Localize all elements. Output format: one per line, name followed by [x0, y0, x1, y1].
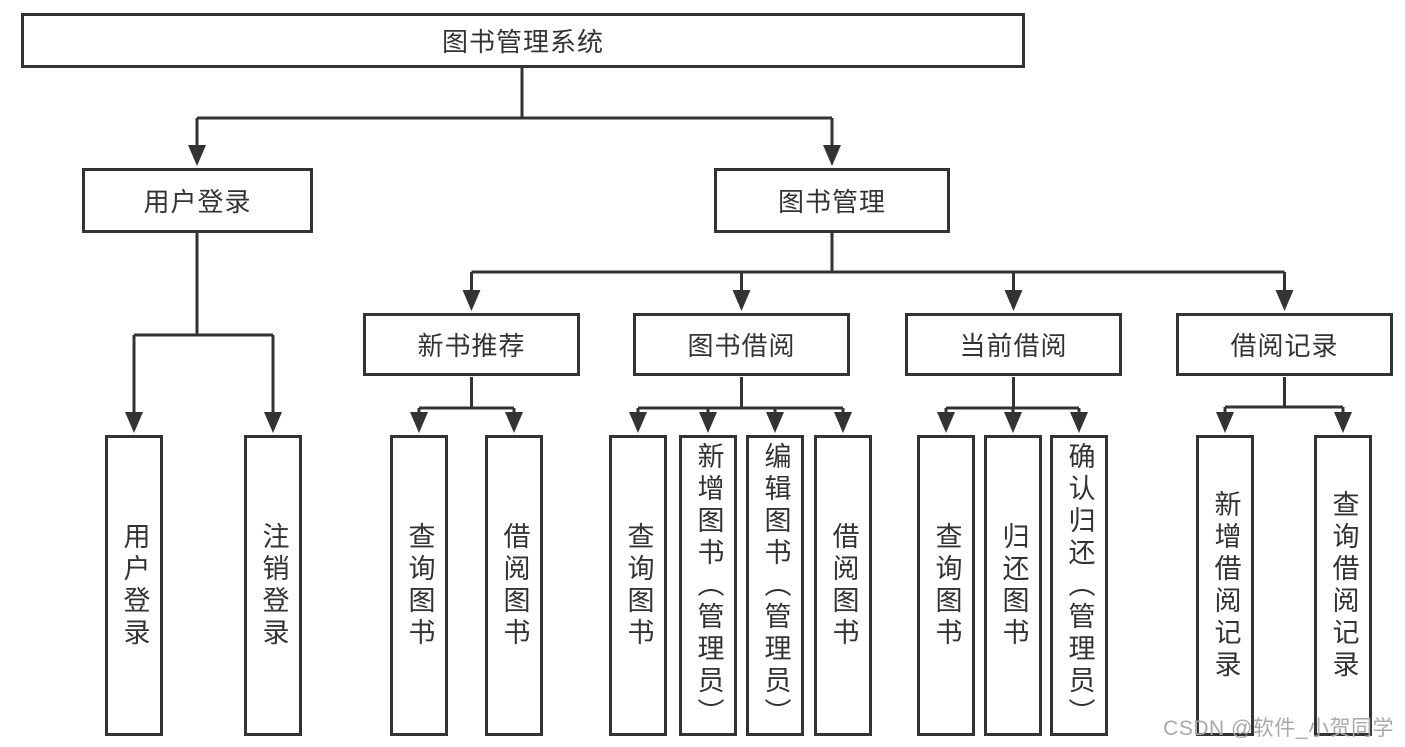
node-label: 新增图书（管理员） [693, 441, 724, 730]
arrowhead-icon [834, 412, 852, 433]
arrowhead-icon [188, 145, 206, 166]
connector-book-management-to-level3 [470, 233, 1286, 296]
connector-current-borrow-to-leaves [944, 377, 1081, 418]
node-label: 图书借阅 [687, 331, 796, 361]
arrowhead-icon [766, 412, 784, 433]
watermark-csdn: CSDN @软件_小贺同学 [1163, 717, 1394, 740]
leaf-records-query-borrow-record: 查询借阅记录 [1314, 435, 1372, 736]
node-label: 新增借阅记录 [1210, 489, 1241, 682]
node-label: 查询图书 [931, 521, 962, 650]
arrowhead-icon [823, 145, 841, 166]
leaf-borrow-add-book-admin: 新增图书（管理员） [679, 435, 737, 736]
leaf-current-confirm-return-admin: 确认归还（管理员） [1050, 435, 1108, 736]
node-label: 图书管理 [777, 187, 886, 217]
leaf-current-query-book: 查询图书 [917, 435, 975, 736]
node-label: 用户登录 [119, 521, 150, 650]
leaf-user-login: 用户登录 [105, 435, 163, 736]
connector-root-to-level2 [195, 67, 834, 150]
arrowhead-icon [125, 412, 143, 433]
node-label: 用户登录 [143, 187, 252, 217]
node-new-book-recommendation: 新书推荐 [363, 313, 580, 376]
leaf-newbook-query-book: 查询图书 [390, 435, 448, 736]
node-label: 图书管理系统 [441, 27, 604, 57]
node-current-borrowing: 当前借阅 [905, 313, 1122, 376]
arrowhead-icon [1275, 290, 1294, 311]
connector-borrow-records-to-leaves [1223, 377, 1345, 418]
connector-user-login-to-leaves [132, 233, 275, 418]
node-label: 查询借阅记录 [1328, 489, 1359, 682]
node-label: 编辑图书（管理员） [760, 441, 791, 730]
arrowhead-icon [1216, 412, 1234, 433]
leaf-borrow-edit-book-admin: 编辑图书（管理员） [746, 435, 804, 736]
leaf-records-add-borrow-record: 新增借阅记录 [1196, 435, 1254, 736]
node-label: 当前借阅 [959, 331, 1068, 361]
arrowhead-icon [1004, 412, 1022, 433]
connector-book-borrow-to-leaves [636, 377, 845, 418]
connector-new-book-to-leaves [417, 377, 516, 418]
arrowhead-icon [505, 412, 523, 433]
node-label: 借阅图书 [828, 521, 859, 650]
arrowhead-icon [410, 412, 428, 433]
arrowhead-icon [462, 290, 481, 311]
arrowhead-icon [629, 412, 647, 433]
node-label: 查询图书 [623, 521, 654, 650]
node-label: 注销登录 [258, 521, 289, 650]
arrowhead-icon [732, 290, 751, 311]
node-book-borrowing: 图书借阅 [633, 313, 850, 376]
leaf-current-return-book: 归还图书 [984, 435, 1042, 736]
node-label: 借阅记录 [1230, 331, 1339, 361]
arrowhead-icon [264, 412, 282, 433]
node-label: 归还图书 [998, 521, 1029, 650]
arrowhead-icon [937, 412, 955, 433]
arrowhead-icon [1334, 412, 1352, 433]
node-label: 确认归还（管理员） [1064, 441, 1095, 730]
leaf-newbook-borrow-book: 借阅图书 [485, 435, 543, 736]
node-label: 借阅图书 [499, 521, 530, 650]
node-library-management-system: 图书管理系统 [21, 13, 1025, 68]
node-user-login: 用户登录 [82, 168, 313, 233]
leaf-logout: 注销登录 [244, 435, 302, 736]
node-borrowing-records: 借阅记录 [1176, 313, 1393, 376]
node-label: 查询图书 [404, 521, 435, 650]
arrowhead-icon [1070, 412, 1088, 433]
node-label: 新书推荐 [417, 331, 526, 361]
arrowhead-icon [699, 412, 717, 433]
arrowhead-icon [1004, 290, 1023, 311]
node-book-management: 图书管理 [714, 168, 950, 233]
leaf-borrow-query-book: 查询图书 [609, 435, 667, 736]
leaf-borrow-borrow-book: 借阅图书 [814, 435, 872, 736]
